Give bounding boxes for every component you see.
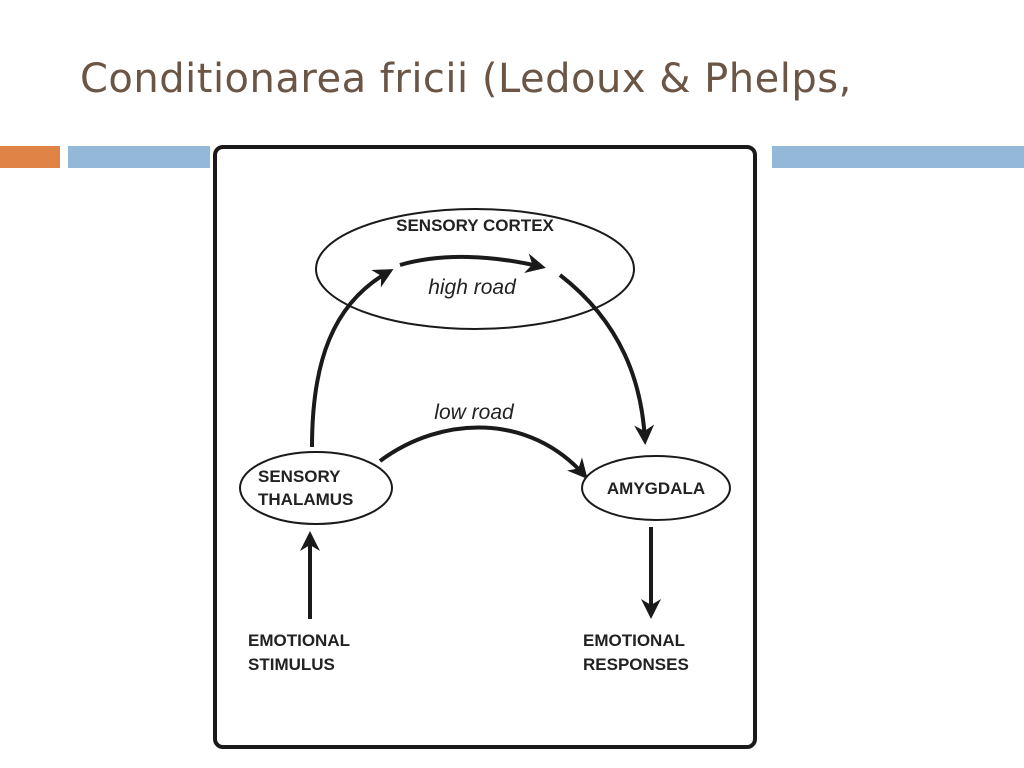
emotional-responses-label-line2: RESPONSES xyxy=(583,655,689,674)
accent-bar-blue-right xyxy=(772,146,1024,168)
amygdala-node: AMYGDALA xyxy=(581,455,731,521)
sensory-cortex-label: SENSORY CORTEX xyxy=(396,216,554,235)
amygdala-label: AMYGDALA xyxy=(607,479,705,498)
high-road-label: high road xyxy=(428,276,517,299)
sensory-cortex-node: SENSORY CORTEX xyxy=(315,208,635,330)
high-road-arrow-up xyxy=(310,269,394,448)
accent-bar-orange xyxy=(0,146,60,168)
sensory-thalamus-label-line1: SENSORY xyxy=(258,467,341,486)
high-road-arrow-across xyxy=(399,253,546,273)
low-road-label: low road xyxy=(434,401,515,424)
low-road-arrow xyxy=(378,425,588,480)
sensory-thalamus-label-line2: THALAMUS xyxy=(258,490,353,509)
emotional-responses-label-line1: EMOTIONAL xyxy=(583,631,685,650)
sensory-thalamus-node: SENSORY THALAMUS xyxy=(239,451,393,525)
emotional-stimulus-label-line1: EMOTIONAL xyxy=(248,631,350,650)
emotional-stimulus-label-line2: STIMULUS xyxy=(248,655,335,674)
slide-title: Conditionarea fricii (Ledoux & Phelps, xyxy=(80,56,852,102)
fear-conditioning-diagram: SENSORY CORTEX high road low road SENSOR… xyxy=(212,143,758,750)
accent-bar-blue-left xyxy=(68,146,210,168)
diagram-border xyxy=(213,145,757,749)
high-road-arrow-down xyxy=(558,273,655,445)
